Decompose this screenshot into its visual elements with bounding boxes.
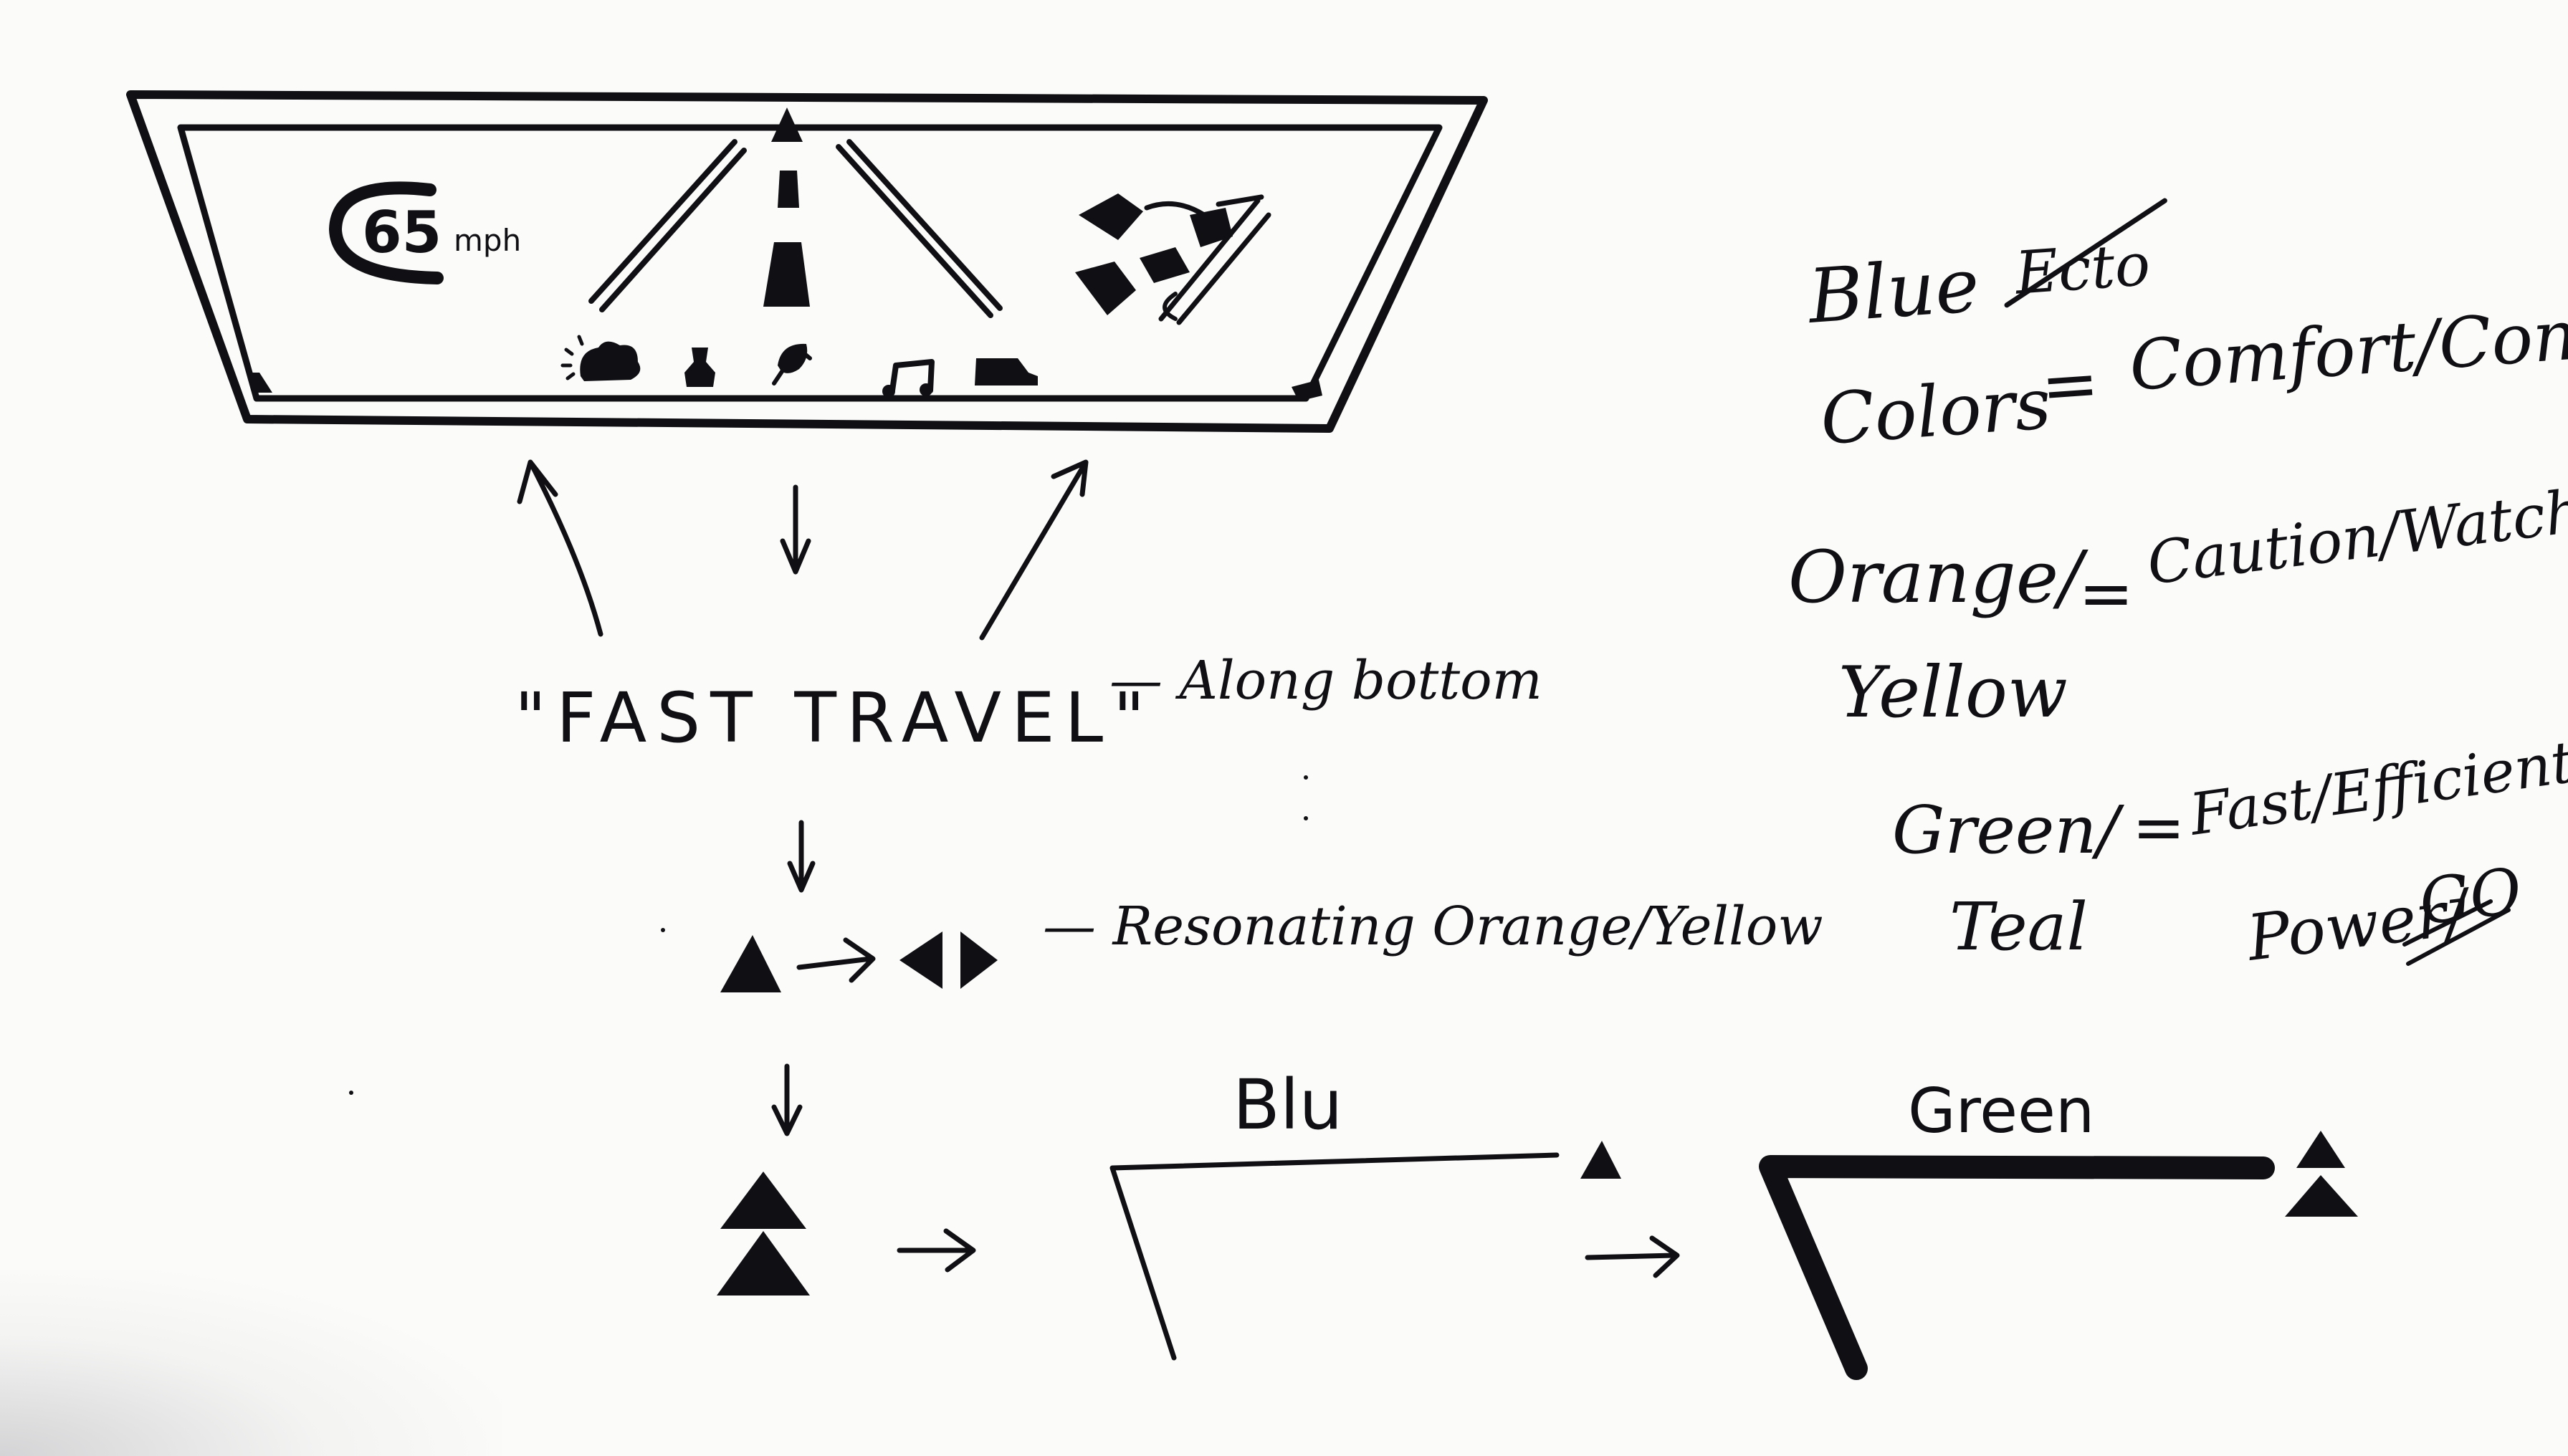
corner-mark-left: [247, 373, 272, 393]
legend-green-bottom: Teal: [1949, 889, 2088, 965]
legend-green-top: Green/: [1892, 792, 2125, 868]
stray-dot: [1304, 775, 1308, 780]
green-label: Green: [1908, 1076, 2094, 1147]
right-pointer-icon: [960, 931, 998, 989]
blue-label: Blu: [1233, 1065, 1342, 1145]
double-chevron-icon: [717, 1172, 810, 1295]
go-underline-2: [2406, 908, 2511, 966]
legend-blue-eq: =: [2038, 343, 2101, 426]
paper-shadow: [0, 1270, 502, 1456]
legend-green-eq: =: [2132, 790, 2185, 864]
mode-label: "FAST TRAVEL": [515, 678, 1155, 758]
blue-bracket: [1109, 1152, 1560, 1361]
music-note-icon: [882, 359, 935, 398]
stray-dot: [661, 928, 665, 932]
speed-value: 65: [362, 199, 441, 266]
green-bracket: [1759, 1155, 2275, 1380]
dashboard-hud: 65 mph: [126, 90, 1488, 433]
legend-blue-meaning: Comfort/Control: [2127, 286, 2568, 406]
resonating-note: — Resonating Orange/Yellow: [1043, 896, 1823, 957]
go-underline-1: [2402, 899, 2493, 947]
corner-mark-right: [1292, 380, 1322, 401]
mode-note: — Along bottom: [1109, 650, 1542, 712]
legend-blue-struck: Ecto: [2012, 231, 2152, 308]
legend-blue-colors: Colors: [1818, 363, 2054, 461]
color-legend: Blue Ecto Colors = Comfort/Control Orang…: [1788, 198, 2568, 975]
arrow-up-right: [979, 459, 1089, 641]
arrow-right-2: [897, 1228, 976, 1273]
arrow-down-2: [787, 820, 816, 893]
legend-blue: Blue Ecto Colors = Comfort/Control: [1804, 198, 2568, 461]
speedometer: 65 mph: [329, 181, 521, 284]
arrow-right-3: [1585, 1235, 1680, 1278]
arrow-down-3: [771, 1063, 803, 1136]
stray-dot: [349, 1091, 353, 1095]
arrow-right-1: [796, 937, 876, 983]
speed-unit: mph: [454, 223, 521, 258]
blue-chevron-icon: [1580, 1141, 1621, 1179]
legend-orange-meaning: Caution/Watchout: [2144, 465, 2568, 598]
road-icon: [588, 107, 1003, 318]
car-icon: [975, 358, 1038, 385]
strike-line: [2004, 198, 2167, 308]
legend-orange-eq: =: [2078, 555, 2134, 632]
legend-blue-word: Blue: [1804, 241, 1982, 340]
legend-orange-bottom: Yellow: [1838, 652, 2068, 734]
stray-dot: [1304, 816, 1308, 820]
legend-green: Green/ Teal = Fast/Efficient/ Power/ GO: [1892, 725, 2568, 975]
left-pointer-icon: [899, 931, 942, 989]
legend-green-meaning-top: Fast/Efficient/: [2185, 725, 2568, 848]
person-icon: [684, 348, 715, 387]
legend-orange-top: Orange/: [1788, 535, 2089, 619]
legend-green-go: GO: [2415, 853, 2526, 939]
arrow-up-left: [517, 459, 603, 637]
legend-orange: Orange/ Yellow = Caution/Watchout: [1788, 465, 2568, 734]
lane-arrow-icon: [771, 107, 803, 142]
leaf-icon: [772, 343, 812, 385]
triangle-icon: [720, 935, 781, 992]
arrow-down: [780, 484, 811, 575]
map-icon: [1075, 193, 1271, 325]
weather-icon: [560, 335, 641, 381]
green-chevron-icon: [2285, 1131, 2358, 1217]
